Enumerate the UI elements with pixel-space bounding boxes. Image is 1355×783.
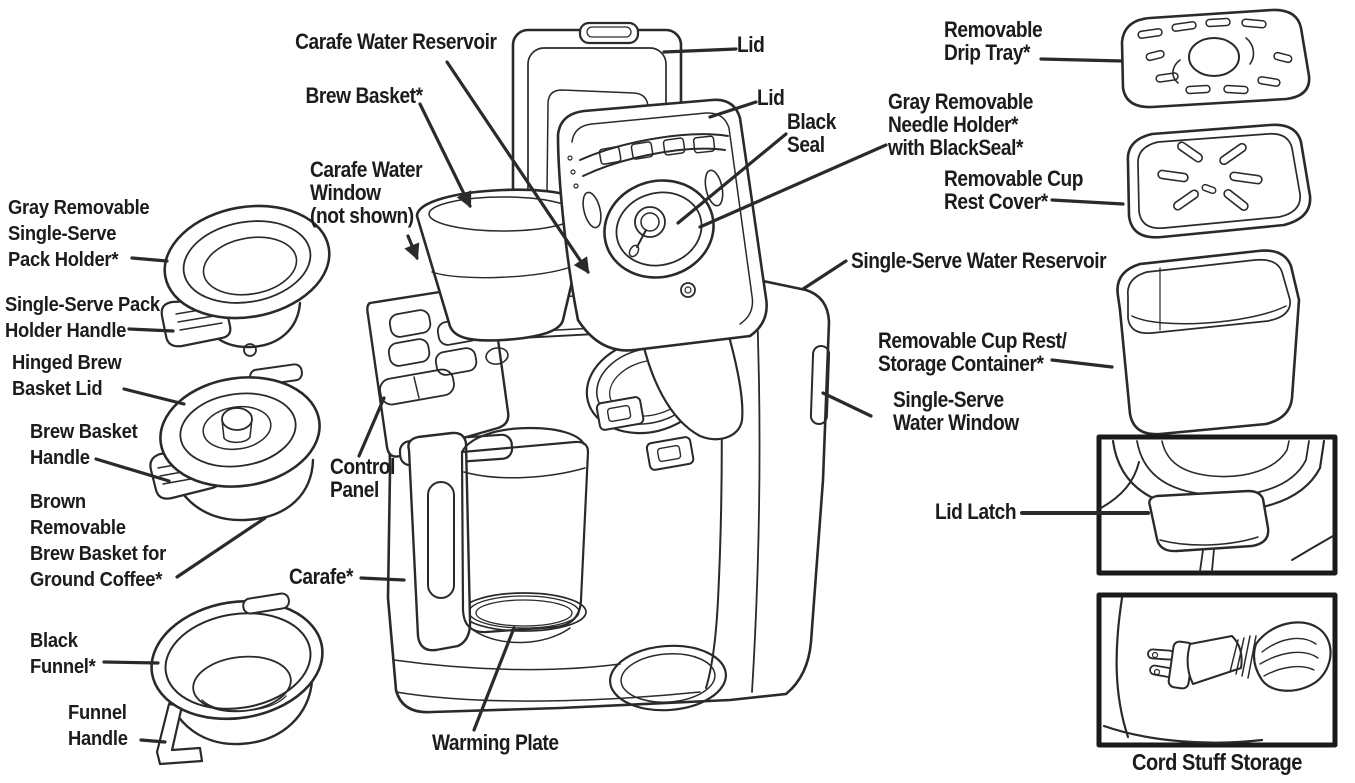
funnel-drawing: [150, 592, 324, 766]
label-black-funnel: Black Funnel*: [30, 630, 96, 678]
leader-lid-back: [662, 47, 738, 54]
label-carafe: Carafe*: [289, 564, 353, 589]
leader-ground-coffee-basket: [175, 516, 267, 579]
lid-latch-inset: [1096, 434, 1338, 576]
power-plug: [1147, 621, 1332, 692]
leader-ss-water-reservoir: [801, 259, 848, 291]
leader-pack-holder: [130, 256, 169, 263]
label-removable-drip-tray: Removable Drip Tray*: [944, 17, 1043, 66]
carafe-drawing: [398, 426, 590, 652]
label-single-serve-water-reservoir: Single-Serve Water Reservoir: [851, 248, 1107, 273]
label-single-serve-water-window: Single-Serve Water Window: [893, 387, 1019, 436]
label-ground-coffee-basket: Brown Removable Brew Basket for Ground C…: [30, 491, 166, 591]
leader-carafe: [359, 576, 406, 582]
pack-holder-drawing: [160, 204, 331, 357]
label-carafe-water-window: Carafe Water Window (not shown): [310, 157, 423, 229]
leader-cup-rest-cover: [1050, 198, 1125, 206]
leader-brew-basket: [418, 102, 472, 209]
label-lid-back: Lid: [737, 32, 765, 57]
label-cord-stuff-storage: Cord Stuff Storage: [1131, 749, 1303, 775]
label-pack-holder: Gray Removable Single-Serve Pack Holder*: [8, 197, 150, 271]
leader-storage-container: [1050, 358, 1114, 369]
leader-lines: [94, 47, 1150, 744]
leader-needle-holder: [698, 143, 888, 229]
leader-drip-tray: [1039, 57, 1124, 63]
brew-basket-lid-drawing: [149, 363, 321, 522]
leader-black-funnel: [102, 660, 160, 665]
drip-tray-drawing: [1120, 8, 1311, 109]
label-lid-latch: Lid Latch: [935, 499, 1017, 524]
label-funnel-handle: Funnel Handle: [68, 702, 128, 750]
label-control-panel: Control Panel: [330, 454, 395, 503]
leader-hinged-lid: [122, 387, 186, 406]
leader-lid-front: [708, 100, 758, 119]
leader-pack-holder-handle: [127, 327, 175, 333]
open-lid-drawing: [556, 98, 768, 441]
storage-container-drawing: [1116, 249, 1301, 436]
needle-holder-disc: [603, 179, 715, 279]
label-hinged-brew-basket-lid: Hinged Brew Basket Lid: [12, 352, 122, 400]
leader-carafe-water-window: [404, 234, 420, 261]
leader-warming-plate: [472, 626, 516, 732]
label-brew-basket-handle: Brew Basket Handle: [30, 421, 138, 469]
label-lid-front: Lid: [757, 85, 785, 110]
leader-ss-water-window: [821, 391, 873, 418]
cup-rest-cover-drawing: [1126, 123, 1312, 239]
label-cup-rest-cover: Removable Cup Rest Cover*: [944, 166, 1083, 215]
coffee-maker-drawing: [366, 21, 831, 714]
leader-funnel-handle: [139, 738, 167, 744]
label-brew-basket: Brew Basket*: [305, 83, 424, 108]
label-needle-holder: Gray Removable Needle Holder* with Black…: [888, 89, 1033, 161]
leader-carafe-water-reservoir: [445, 60, 590, 274]
label-black-seal: Black Seal: [787, 109, 836, 158]
leader-brew-basket-handle: [94, 457, 171, 483]
label-pack-holder-handle: Single-Serve Pack Holder Handle: [5, 294, 160, 342]
label-warming-plate: Warming Plate: [432, 730, 559, 755]
label-cup-rest-storage-container: Removable Cup Rest/ Storage Container*: [878, 328, 1067, 377]
leader-black-seal: [676, 132, 788, 225]
label-carafe-water-reservoir: Carafe Water Reservoir: [295, 29, 498, 54]
cord-storage-inset: [1096, 592, 1338, 748]
leader-control-panel: [357, 396, 386, 458]
